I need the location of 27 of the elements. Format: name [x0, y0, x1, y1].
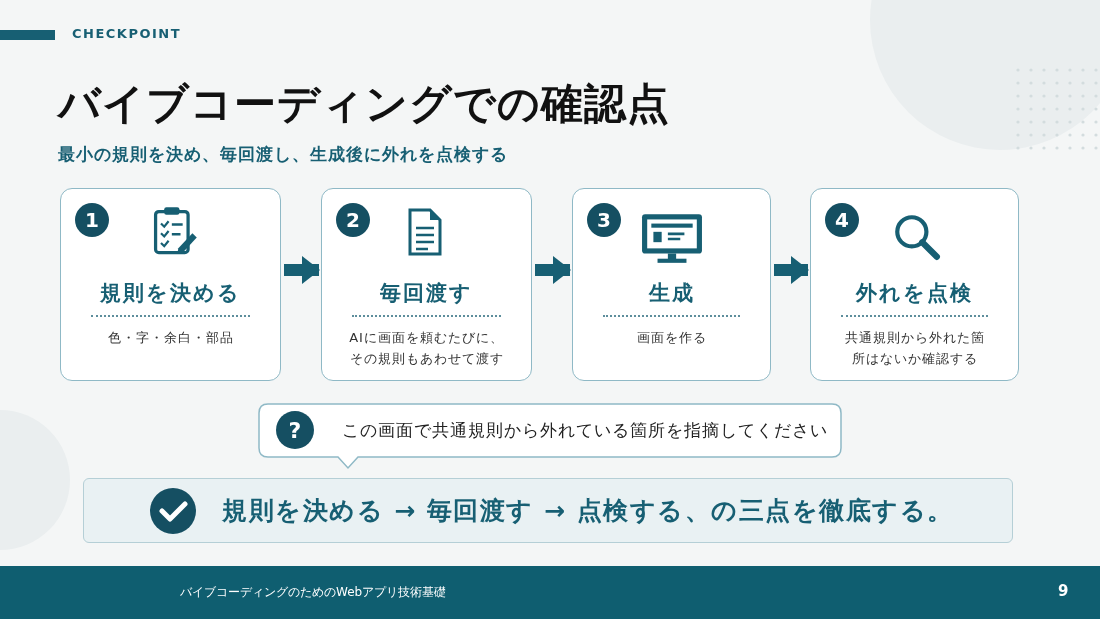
step-number: 1 [75, 203, 109, 237]
step-card [321, 188, 532, 381]
arrow [284, 256, 320, 284]
step-card [60, 188, 281, 381]
summary-bar [83, 478, 1013, 543]
step-card [572, 188, 771, 381]
step-number: 3 [587, 203, 621, 237]
step-description: AIに画面を頼むたびに、その規則もあわせて渡す [348, 329, 505, 368]
title: バイブコーディングでの確認点 [58, 78, 670, 130]
step-number: 4 [825, 203, 859, 237]
step-description: 共通規則から外れた箇所はないか確認する [843, 329, 986, 368]
section-label: CHECKPOINT [72, 26, 182, 41]
arrow [774, 256, 809, 284]
step-title: 規則を決める [99, 280, 242, 307]
step-description: 画面を作る [635, 329, 708, 347]
prompt-text: この画面で共通規則から外れている箇所を指摘してください [342, 419, 828, 442]
arrow [535, 256, 571, 284]
step-description: 色・字・余白・部品 [106, 329, 235, 347]
footer-text: バイブコーディングのためのWebアプリ技術基礎 [180, 584, 447, 601]
step-title: 毎回渡す [379, 280, 474, 307]
page-number: 9 [1058, 582, 1069, 600]
step-number: 2 [336, 203, 370, 237]
step-title: 生成 [647, 280, 696, 307]
step-card [810, 188, 1019, 381]
subtitle: 最小の規則を決め、毎回渡し、生成後に外れを点検する [58, 143, 508, 166]
step-title: 外れを点検 [854, 280, 974, 307]
summary-text: 規則を決める → 毎回渡す → 点検する、の三点を徹底する。 [222, 495, 954, 527]
